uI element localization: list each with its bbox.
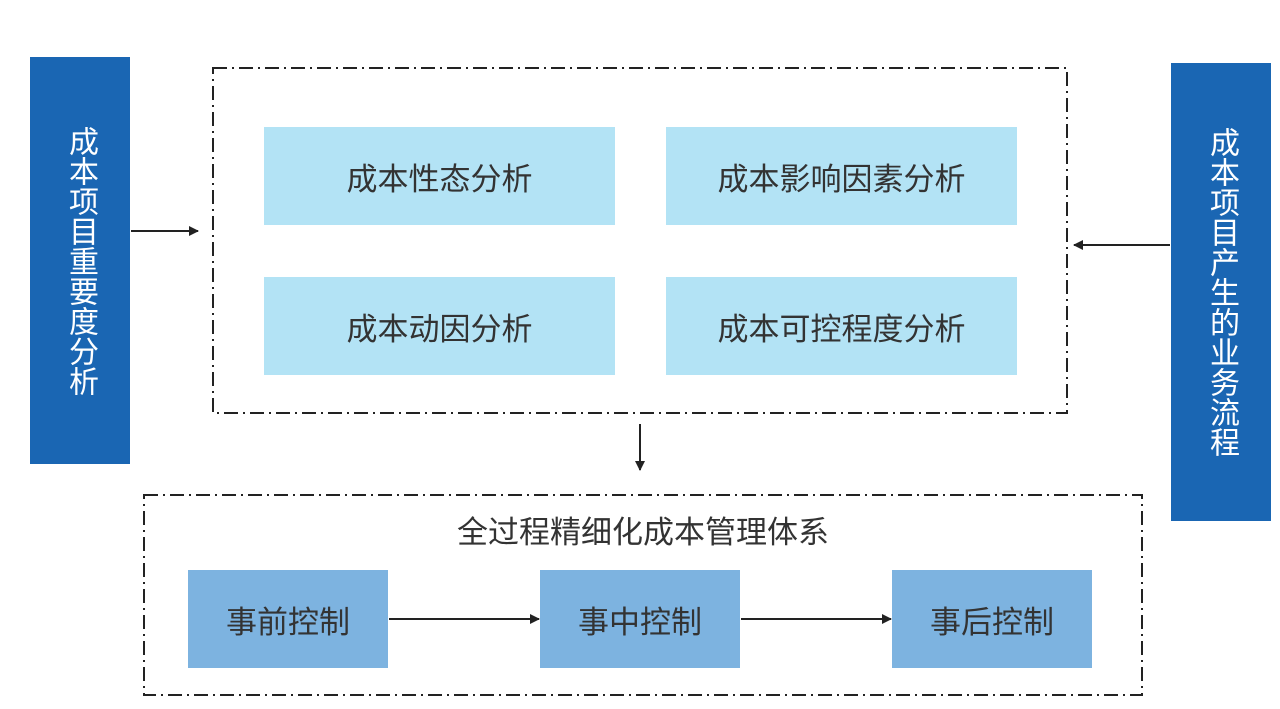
system-group-frame: [143, 494, 1143, 696]
stage-box-in-control: 事中控制: [540, 570, 740, 668]
stage-box-label: 事前控制: [226, 604, 350, 641]
system-title: 全过程精细化成本管理体系: [457, 515, 829, 551]
right-factor-label: 成本项目产生的业务流程: [1204, 127, 1239, 457]
stage-box-post-control: 事后控制: [892, 570, 1092, 668]
stage-box-label: 事中控制: [578, 604, 702, 641]
right-factor-box: 成本项目产生的业务流程: [1171, 63, 1271, 521]
stage-box-label: 事后控制: [930, 604, 1054, 641]
left-factor-box: 成本项目重要度分析: [30, 57, 130, 464]
analysis-box-cost-factors: 成本影响因素分析: [666, 127, 1017, 225]
analysis-box-label: 成本影响因素分析: [717, 161, 966, 198]
analysis-box-cost-drivers: 成本动因分析: [264, 277, 615, 375]
analysis-box-label: 成本性态分析: [346, 161, 533, 198]
stage-box-pre-control: 事前控制: [188, 570, 388, 668]
analysis-box-label: 成本动因分析: [346, 311, 533, 348]
analysis-box-label: 成本可控程度分析: [717, 311, 966, 348]
analysis-group-frame: [212, 67, 1068, 414]
left-factor-label: 成本项目重要度分析: [63, 125, 98, 396]
analysis-box-cost-controllability: 成本可控程度分析: [666, 277, 1017, 375]
analysis-box-cost-behavior: 成本性态分析: [264, 127, 615, 225]
